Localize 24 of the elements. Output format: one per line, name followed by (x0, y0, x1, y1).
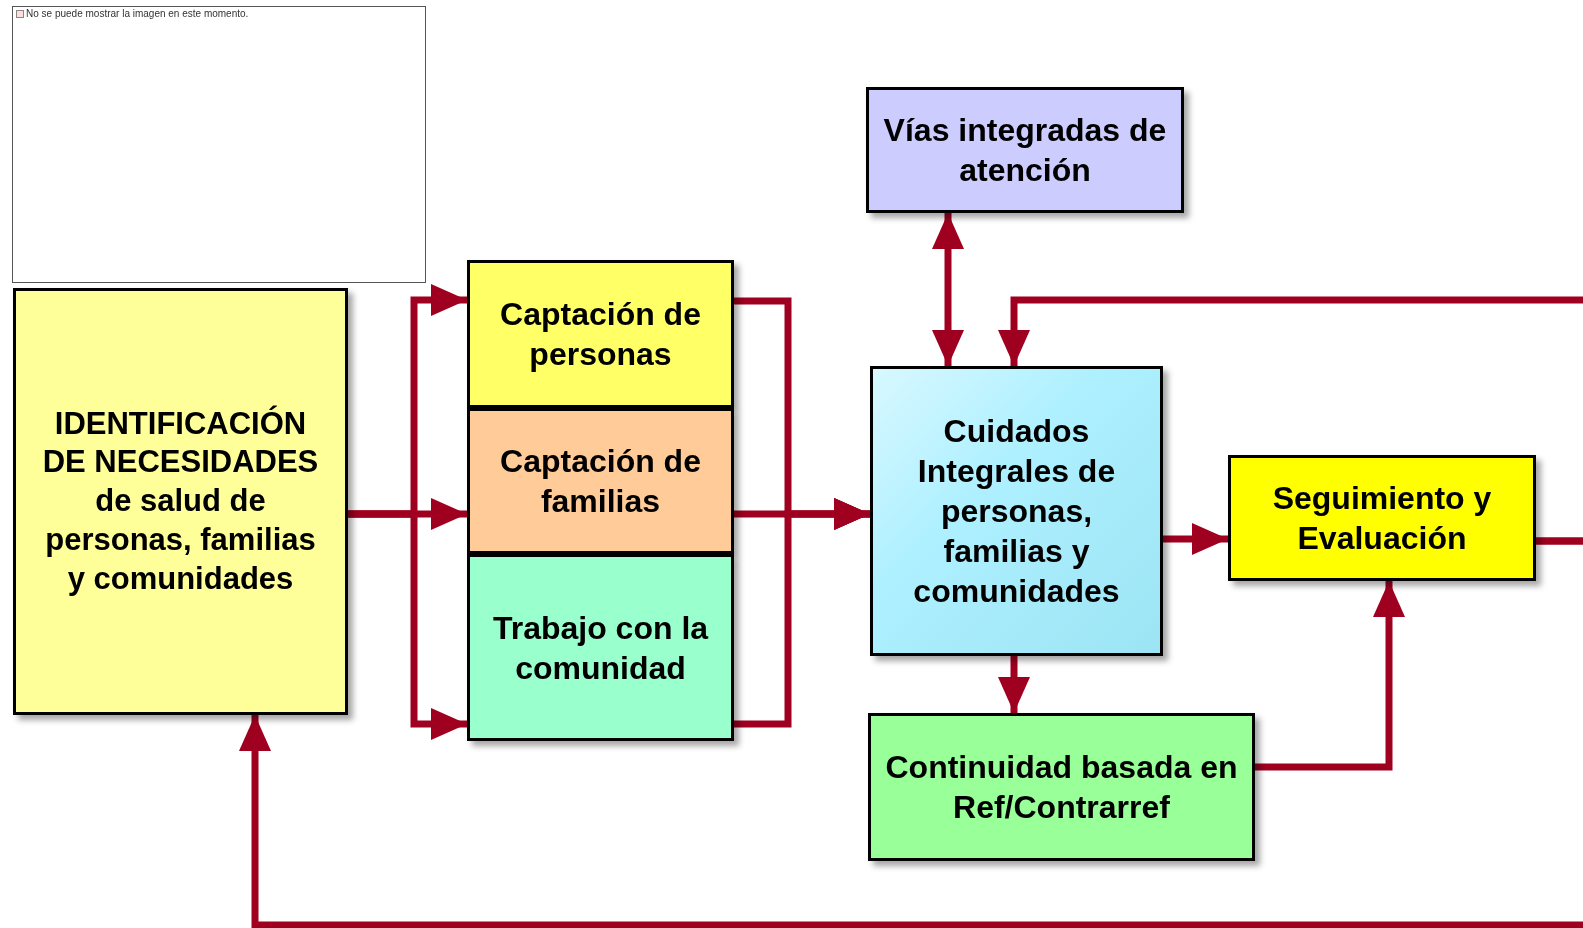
placeholder-text: No se puede mostrar la imagen en este momento. (26, 8, 249, 19)
arrow (348, 510, 467, 740)
arrow (998, 656, 1030, 713)
arrow (932, 213, 964, 366)
box-label: Trabajo con la comunidad (491, 608, 710, 688)
box-label: Seguimiento y Evaluación (1271, 479, 1493, 558)
arrow (1255, 581, 1405, 771)
process-box (1228, 455, 1536, 581)
arrow (1163, 523, 1228, 555)
process-box (866, 87, 1184, 213)
box-label: Captación de familias (499, 442, 702, 521)
box-label: Captación de personas (499, 295, 702, 374)
process-box (13, 288, 348, 715)
box-label: IDENTIFICACIÓN DE NECESIDADES de salud de personas, familias y comunidades (41, 404, 320, 598)
process-box (868, 713, 1255, 861)
process-box (467, 408, 734, 554)
arrow (239, 537, 1583, 928)
box-label: Vías integradas de atención (882, 111, 1168, 190)
box-label: Cuidados Integrales de personas, familias y comunidades (912, 412, 1121, 611)
arrow (734, 498, 870, 728)
process-box (467, 260, 734, 408)
box-label: Continuidad basada en Ref/Contrarref (884, 748, 1239, 827)
process-box (870, 366, 1163, 656)
process-box (467, 554, 734, 741)
